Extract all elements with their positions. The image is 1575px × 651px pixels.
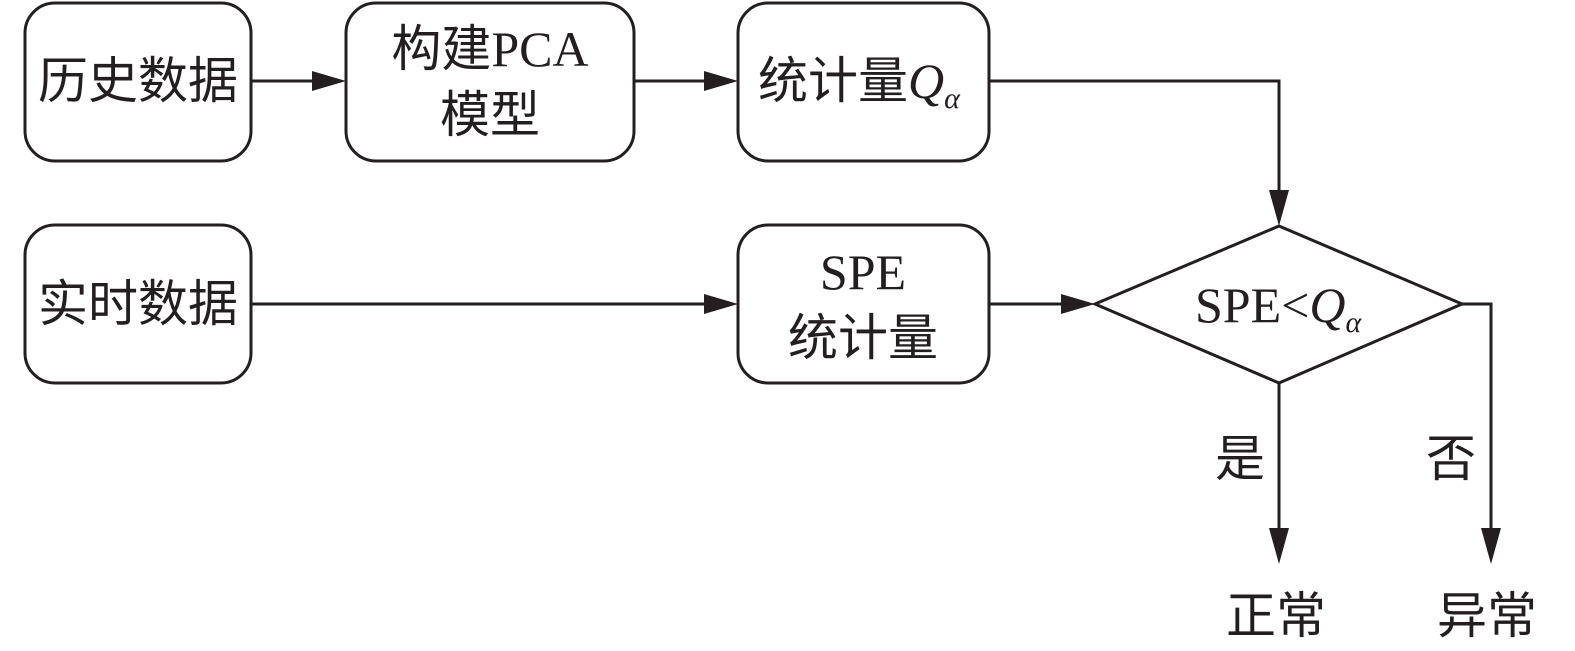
history-data-label: 历史数据 [38,53,238,109]
arrow-no-branch [1462,302,1493,536]
decision-alpha-subscript: α [1345,306,1362,339]
arrowhead-pca-to-statistic [704,71,738,91]
arrowhead-no-branch [1481,528,1501,564]
yes-branch-label: 是 [1215,431,1265,487]
realtime-data-label: 实时数据 [38,276,238,332]
statistic-q-label: 统计量Qα [758,53,961,115]
spe-label-line1: SPE [820,244,906,300]
build-pca-label-line1: 构建PCA [391,21,588,77]
no-branch-label: 否 [1426,431,1476,487]
decision-prefix: SPE< [1195,277,1309,333]
alpha-subscript: α [944,82,961,115]
arrowhead-history-to-pca [312,71,346,91]
abnormal-outcome-label: 异常 [1437,588,1537,644]
spe-label-line2: 统计量 [788,310,938,366]
q-alpha-symbol: Q [908,53,944,109]
statistic-q-prefix: 统计量 [758,53,908,109]
arrowhead-statistic-to-decision [1269,190,1289,226]
build-pca-label-line2: 模型 [440,87,540,143]
arrowhead-realtime-to-spe [704,294,738,314]
arrowhead-yes-branch [1269,528,1289,564]
normal-outcome-label: 正常 [1226,588,1326,644]
arrowhead-spe-to-decision [1061,294,1095,314]
decision-label: SPE<Qα [1195,277,1362,339]
arrow-statistic-to-decision [989,79,1281,198]
decision-q-symbol: Q [1309,277,1345,333]
